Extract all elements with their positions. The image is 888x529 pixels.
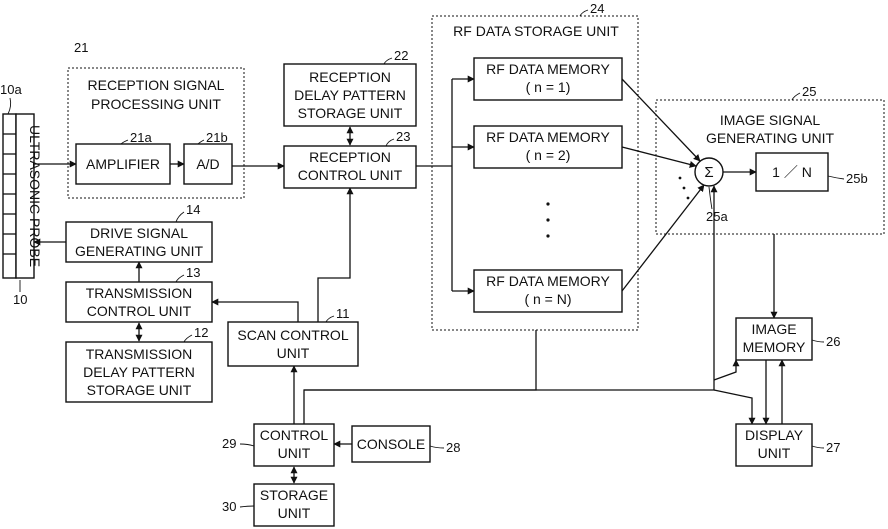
rf-memory-2-name: RF DATA MEMORY — [486, 129, 610, 145]
transmission-delay-line-1: TRANSMISSION — [86, 346, 193, 362]
storage-unit-block: STORAGE UNIT — [254, 484, 334, 526]
divider-block: 1 ／ N — [756, 153, 828, 191]
ref-25a: 25a — [706, 209, 728, 224]
scan-control-line-1: SCAN CONTROL — [237, 327, 348, 343]
rf-memory-1-index: ( n = 1) — [526, 79, 571, 95]
ref-25: 25 — [802, 84, 816, 99]
ref-30: 30 — [222, 499, 236, 514]
scan-control-line-2: UNIT — [277, 345, 310, 361]
display-block: DISPLAY UNIT — [736, 424, 812, 466]
sigma-symbol: Σ — [704, 164, 713, 181]
ref-11: 11 — [336, 306, 350, 321]
reception-delay-line-1: RECEPTION — [309, 69, 391, 85]
rf-memory-1: RF DATA MEMORY ( n = 1) — [474, 58, 622, 100]
ref-25b: 25b — [846, 171, 868, 186]
sum-inputs-ellipsis — [679, 177, 690, 200]
rf-memory-n: RF DATA MEMORY ( n = N) — [474, 270, 622, 312]
display-line-2: UNIT — [758, 445, 791, 461]
image-memory-line-2: MEMORY — [743, 339, 806, 355]
reception-signal-processing-title-1: RECEPTION SIGNAL — [88, 77, 225, 93]
ref-24: 24 — [590, 1, 604, 16]
transmission-delay-line-2: DELAY PATTERN — [83, 364, 195, 380]
console-label: CONSOLE — [357, 436, 425, 452]
divider-label: 1 ／ N — [772, 164, 812, 180]
rf-memory-ellipsis — [546, 202, 549, 237]
reception-control-line-2: CONTROL UNIT — [298, 167, 403, 183]
image-signal-title-1: IMAGE SIGNAL — [720, 112, 821, 128]
ref-22: 22 — [394, 48, 408, 63]
amplifier-label: AMPLIFIER — [86, 156, 160, 172]
reception-delay-line-3: STORAGE UNIT — [298, 105, 403, 121]
control-unit-block: CONTROL UNIT — [254, 424, 334, 466]
reception-control-block: RECEPTION CONTROL UNIT — [284, 146, 416, 188]
transmission-control-line-2: CONTROL UNIT — [87, 303, 192, 319]
ref-26: 26 — [826, 334, 840, 349]
ref-12: 12 — [194, 325, 208, 340]
reception-signal-processing-title-2: PROCESSING UNIT — [91, 96, 221, 112]
ad-converter-block: A/D — [184, 144, 232, 184]
transmission-delay-line-3: STORAGE UNIT — [87, 382, 192, 398]
reception-delay-line-2: DELAY PATTERN — [294, 87, 406, 103]
rf-memory-n-index: ( n = N) — [524, 291, 571, 307]
amplifier-block: AMPLIFIER — [76, 144, 170, 184]
ref-27: 27 — [826, 440, 840, 455]
ref-10: 10 — [13, 292, 27, 307]
image-signal-title-2: GENERATING UNIT — [706, 130, 835, 146]
ref-28: 28 — [446, 440, 460, 455]
ultrasonic-probe-label: ULTRASONIC PROBE — [27, 125, 43, 267]
transmission-delay-pattern-block: TRANSMISSION DELAY PATTERN STORAGE UNIT — [66, 342, 212, 402]
summation-node: Σ — [695, 158, 723, 186]
rf-memory-2-index: ( n = 2) — [526, 147, 571, 163]
transmission-control-block: TRANSMISSION CONTROL UNIT — [66, 282, 212, 322]
ref-13: 13 — [186, 265, 200, 280]
control-unit-line-2: UNIT — [278, 445, 311, 461]
display-line-1: DISPLAY — [745, 427, 804, 443]
image-memory-line-1: IMAGE — [751, 321, 796, 337]
drive-signal-line-2: GENERATING UNIT — [75, 243, 204, 259]
ref-21a: 21a — [130, 130, 152, 145]
ref-10a: 10a — [0, 82, 22, 97]
image-memory-block: IMAGE MEMORY — [736, 318, 812, 360]
ref-14: 14 — [186, 202, 200, 217]
ref-29: 29 — [222, 436, 236, 451]
rf-memory-2: RF DATA MEMORY ( n = 2) — [474, 126, 622, 168]
storage-unit-line-1: STORAGE — [260, 487, 328, 503]
control-unit-line-1: CONTROL — [260, 427, 329, 443]
drive-signal-block: DRIVE SIGNAL GENERATING UNIT — [66, 222, 212, 262]
storage-unit-line-2: UNIT — [278, 505, 311, 521]
rf-memory-n-name: RF DATA MEMORY — [486, 273, 610, 289]
reception-delay-pattern-block: RECEPTION DELAY PATTERN STORAGE UNIT — [284, 64, 416, 126]
drive-signal-line-1: DRIVE SIGNAL — [90, 225, 188, 241]
console-block: CONSOLE — [352, 426, 430, 462]
ref-21b: 21b — [206, 130, 228, 145]
scan-control-block: SCAN CONTROL UNIT — [228, 322, 358, 366]
reception-control-line-1: RECEPTION — [309, 149, 391, 165]
rf-memory-1-name: RF DATA MEMORY — [486, 61, 610, 77]
ad-converter-label: A/D — [196, 156, 219, 172]
transmission-control-line-1: TRANSMISSION — [86, 285, 193, 301]
ref-23: 23 — [396, 129, 410, 144]
ultrasonic-probe: ULTRASONIC PROBE — [3, 114, 43, 278]
rf-data-storage-title: RF DATA STORAGE UNIT — [453, 23, 619, 39]
ref-21: 21 — [74, 40, 88, 55]
